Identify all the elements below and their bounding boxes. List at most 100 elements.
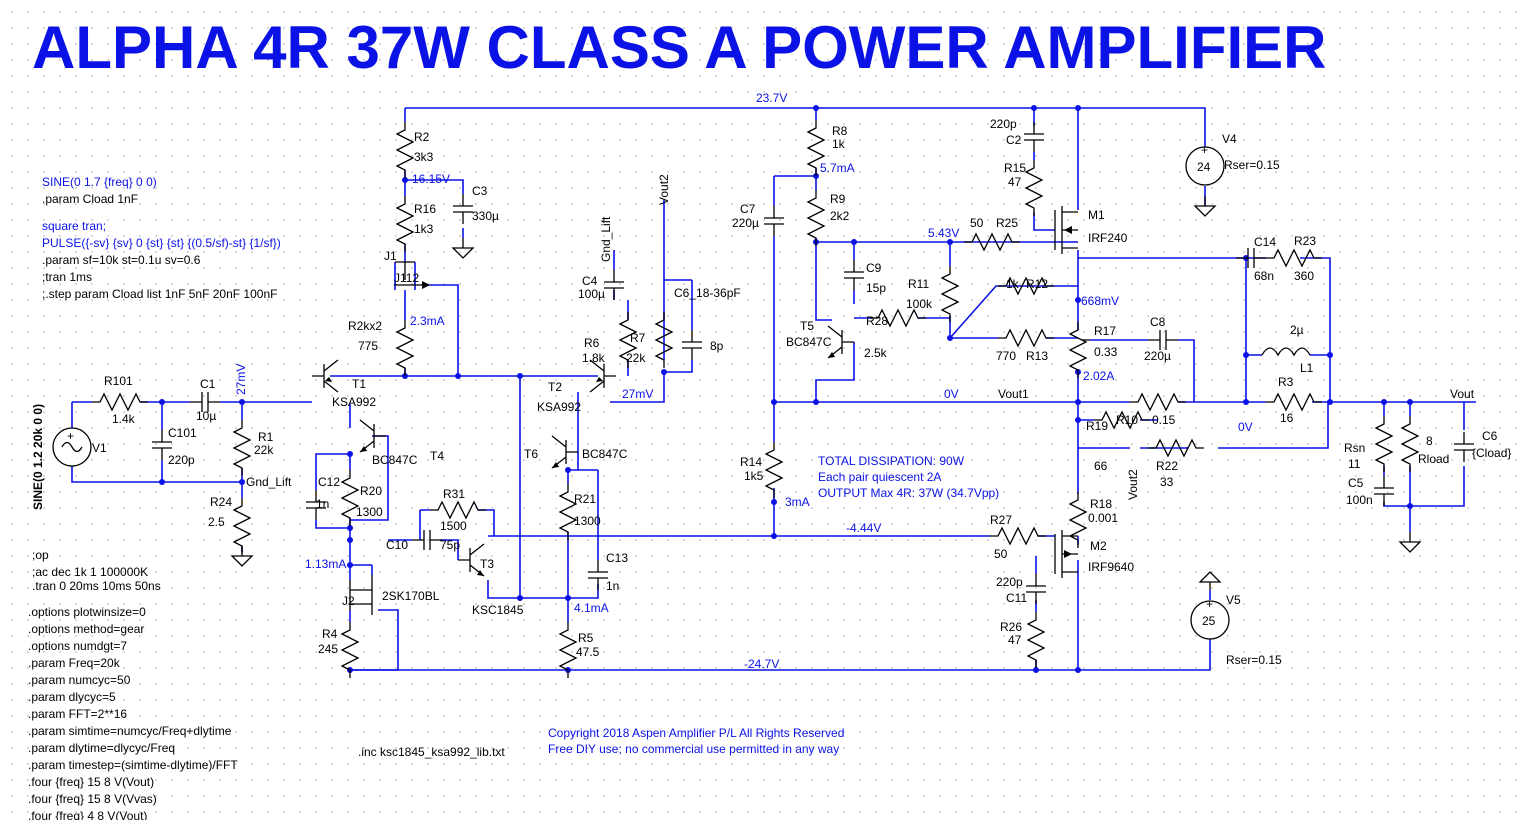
label-parts-c13v: 1n xyxy=(606,579,619,593)
label-parts-r31n: R31 xyxy=(443,487,465,501)
net-5v: 5.43V xyxy=(928,226,959,240)
label-parts-v4v: 24 xyxy=(1197,160,1211,174)
notes: TOTAL DISSIPATION: 90W Each pair quiesce… xyxy=(548,454,999,756)
label-parts-r18v: 0.001 xyxy=(1088,511,1118,525)
r27-symbol xyxy=(989,527,1047,545)
label-parts-c1n: C1 xyxy=(200,377,216,391)
label-parts-c12v: 1n xyxy=(316,497,329,511)
r15-symbol xyxy=(1025,159,1043,217)
r9-symbol xyxy=(807,189,825,247)
label-parts-t2v: KSA992 xyxy=(537,400,581,414)
label-parts-r20v: 1300 xyxy=(356,505,383,519)
label-parts-c8n: C8 xyxy=(1150,315,1166,329)
directive-four-3: .four {freq} 4 8 V(Vout) xyxy=(28,809,147,820)
net-0v-a: 0V xyxy=(944,387,959,401)
node-names: Gnd_Lift Gnd_Lift Vout2 Vout2 Vout1 Vout xyxy=(246,174,1475,500)
label-parts-r28v: 2.5k xyxy=(864,346,888,360)
directive-param-fft: .param FFT=2**16 xyxy=(28,707,127,721)
svg-text:+: + xyxy=(1201,143,1208,157)
r10-symbol xyxy=(1129,393,1187,411)
junction-dots xyxy=(159,105,1413,673)
label-parts-r24n: R24 xyxy=(210,495,232,509)
l1-symbol xyxy=(1261,347,1311,357)
label-parts-t6n: T6 xyxy=(524,447,538,461)
c5-symbol xyxy=(1373,475,1395,507)
label-parts-r20n: R20 xyxy=(360,484,382,498)
label-parts-t1v: KSA992 xyxy=(332,395,376,409)
wires xyxy=(71,107,1476,671)
net-2a: 2.02A xyxy=(1083,369,1114,383)
label-parts-c10v: 75p xyxy=(440,538,460,552)
net-16v: 16.15V xyxy=(412,172,450,186)
t6-symbol xyxy=(551,435,579,469)
label-parts-c10n: C10 xyxy=(386,538,408,552)
label-parts-r9v: 2k2 xyxy=(830,209,850,223)
label-parts-r26v: 47 xyxy=(1008,633,1022,647)
v4-ground-symbol xyxy=(1194,195,1216,217)
net-3mA: 3mA xyxy=(785,495,810,509)
label-parts-r17n: R17 xyxy=(1094,324,1116,338)
label-parts-r13n: R13 xyxy=(1026,349,1048,363)
net-vminus: -24.7V xyxy=(744,657,779,671)
label-parts-r4v: 245 xyxy=(318,642,338,656)
label-parts-r2v: 3k3 xyxy=(414,150,434,164)
node-vout2-b: Vout2 xyxy=(1126,469,1140,500)
label-parts-v4r: Rser=0.15 xyxy=(1224,158,1280,172)
directive-param-timestep: .param timestep=(simtime-dlytime)/FFT xyxy=(28,758,238,772)
label-parts-rloadv: 8 xyxy=(1426,434,1433,448)
net-0v-b: 0V xyxy=(1238,420,1253,434)
net-27mv-a: 27mV xyxy=(234,364,248,395)
label-parts-r23v: 360 xyxy=(1294,269,1314,283)
label-parts-j1v: J112 xyxy=(394,271,419,285)
r13-symbol xyxy=(997,329,1055,347)
r2kx2-symbol xyxy=(396,319,414,377)
label-parts-r8v: 1k xyxy=(832,137,846,151)
v4-source-symbol: 24 + xyxy=(1185,143,1225,186)
components: + 24 + xyxy=(52,119,1475,679)
label-parts-r13v: 770 xyxy=(996,349,1016,363)
c3-ground-symbol xyxy=(452,237,474,259)
label-parts-c6an: C6_18-36pF xyxy=(674,286,741,300)
label-parts-t3n: T3 xyxy=(480,557,494,571)
c4-symbol xyxy=(603,269,625,301)
directive-four-1: .four {freq} 15 8 V(Vout) xyxy=(28,775,154,789)
t5-symbol xyxy=(827,325,855,359)
label-parts-r10n: R10 xyxy=(1116,413,1138,427)
c6-symbol xyxy=(1453,431,1475,463)
label-parts-c11v: 220p xyxy=(996,575,1023,589)
label-parts-c2v: 220p xyxy=(990,117,1017,131)
directive-inc: .inc ksc1845_ksa992_lib.txt xyxy=(358,745,505,759)
net-4mA: 4.1mA xyxy=(574,601,609,615)
label-parts-r3n: R3 xyxy=(1278,375,1294,389)
label-parts-r19v: 66 xyxy=(1094,459,1108,473)
label-parts-bc2: BC847C xyxy=(582,447,628,461)
node-vout2-a: Vout2 xyxy=(657,174,671,205)
directive-step: ;.step param Cload list 1nF 5nF 20nF 100… xyxy=(42,287,277,301)
label-parts-r12n: R12 xyxy=(1026,277,1048,291)
directive-sfparam: .param sf=10k st=0.1u sv=0.6 xyxy=(42,253,201,267)
schematic-title: ALPHA 4R 37W CLASS A POWER AMPLIFIER xyxy=(32,14,1327,81)
label-parts-m2n: M2 xyxy=(1090,539,1107,553)
label-parts-r2kx2v: 775 xyxy=(358,339,378,353)
label-parts-r8n: R8 xyxy=(832,124,848,138)
rload-ground-symbol xyxy=(1399,531,1421,553)
label-parts-bc1: BC847C xyxy=(372,453,418,467)
label-parts-v5n: V5 xyxy=(1226,593,1241,607)
label-parts-v5v: 25 xyxy=(1202,614,1216,628)
label-parts-t2n: T2 xyxy=(548,380,562,394)
r24-symbol xyxy=(233,497,251,555)
directive-square: square tran; xyxy=(42,219,106,233)
label-parts-r14n: R14 xyxy=(740,455,762,469)
label-parts-r12v: 1k xyxy=(1006,277,1020,291)
label-parts-c7v: 220µ xyxy=(732,216,759,230)
label-parts-r5n: R5 xyxy=(578,631,594,645)
r16-symbol xyxy=(396,195,414,253)
label-parts-t3v: KSC1845 xyxy=(472,603,524,617)
r3-symbol xyxy=(1265,393,1323,411)
spice-directives: SINE(0 1.7 {freq} 0 0) .param Cload 1nF … xyxy=(28,175,505,820)
directive-param-freq: .param Freq=20k xyxy=(28,656,121,670)
label-parts-c12n: C12 xyxy=(318,475,340,489)
label-parts-r1v: 22k xyxy=(254,443,274,457)
label-parts-r6n: R6 xyxy=(584,336,600,350)
